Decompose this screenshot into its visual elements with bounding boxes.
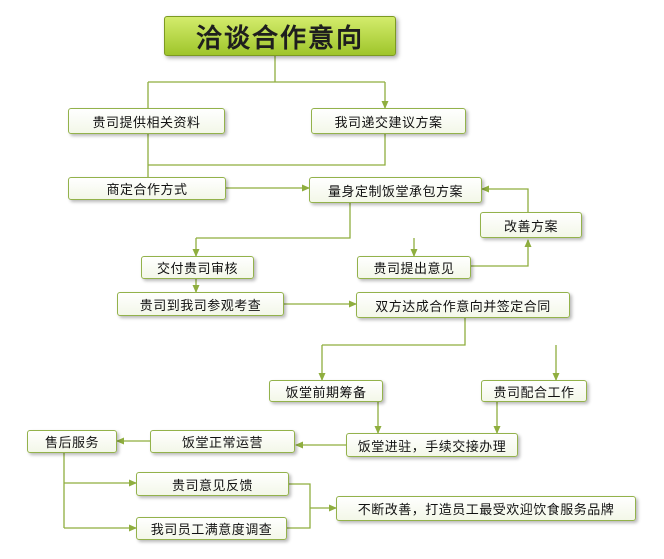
node-sign-contract: 双方达成合作意向并签定合同	[356, 292, 570, 318]
node-feedback-opinion: 贵司提出意见	[357, 256, 471, 279]
edge-survey-merge	[287, 508, 311, 529]
node-move-in: 饭堂进驻，手续交接办理	[346, 433, 518, 457]
node-client-cooperate: 贵司配合工作	[481, 380, 587, 402]
node-prep: 饭堂前期筹备	[269, 380, 383, 402]
node-continuous-improve: 不断改善，打造员工最受欢迎饮食服务品牌	[336, 496, 636, 521]
flow-title: 洽谈合作意向	[164, 16, 396, 56]
node-deliver-review: 交付贵司审核	[141, 256, 254, 279]
edge-proposal-to-join	[148, 134, 386, 166]
node-client-feedback: 贵司意见反馈	[136, 472, 289, 496]
edge-custom-plan-split	[196, 203, 351, 239]
node-custom-plan: 量身定制饭堂承包方案	[309, 177, 482, 203]
edge-split-to-provide-info	[147, 81, 385, 108]
node-after-sales: 售后服务	[27, 430, 117, 453]
node-site-visit: 贵司到我司参观考查	[117, 292, 284, 316]
edge-feedback-to-improve	[471, 239, 532, 267]
edge-feedback-merge	[289, 483, 311, 508]
node-normal-operation: 饭堂正常运营	[150, 430, 295, 453]
edge-contract-split	[322, 318, 466, 346]
node-submit-proposal: 我司递交建议方案	[311, 108, 466, 134]
node-staff-survey: 我司员工满意度调查	[136, 517, 287, 540]
edge-improve-to-custom-plan	[481, 185, 529, 212]
node-provide-info: 贵司提供相关资料	[68, 108, 225, 134]
node-cooperation-mode: 商定合作方式	[68, 177, 226, 200]
node-improve-plan: 改善方案	[480, 212, 582, 238]
